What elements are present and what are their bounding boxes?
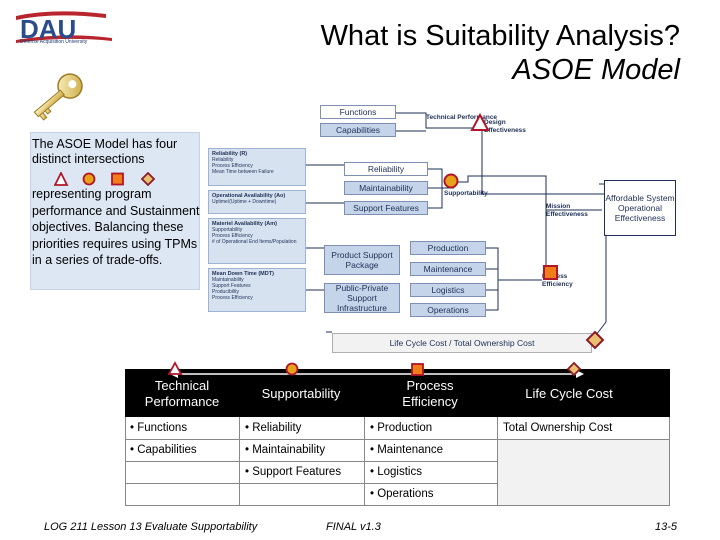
- footer-course: LOG 211 Lesson 13 Evaluate Supportabilit…: [44, 521, 258, 533]
- logistics-box: Logistics: [410, 283, 486, 297]
- circle-marker-icon: [285, 362, 299, 376]
- dau-logo: DAU: [16, 11, 112, 44]
- lcc-bar: Life Cycle Cost / Total Ownership Cost: [332, 333, 592, 353]
- header-technical-performance: Technical Performance: [144, 378, 220, 409]
- measure-item: Process Efficiency: [212, 295, 253, 301]
- callout-text-2: representing program performance and Sus…: [32, 187, 200, 267]
- callout-text-1: The ASOE Model has four distinct interse…: [32, 137, 178, 166]
- logo-text: DAU: [20, 14, 76, 44]
- capabilities-box: Capabilities: [320, 123, 396, 137]
- table-cell: • Functions: [130, 422, 188, 434]
- reliability-box: Reliability: [344, 162, 428, 176]
- table-cell: • Maintainability: [245, 444, 326, 456]
- table-border: [125, 461, 670, 462]
- circle-marker-icon: [443, 173, 459, 189]
- page-title: What is Suitability Analysis?: [320, 20, 680, 52]
- design-effectiveness-label: Design Effectiveness: [484, 119, 526, 134]
- affordable-system-box: Affordable System Operational Effectiven…: [604, 180, 676, 236]
- measure-item: Process Efficiency: [212, 233, 253, 239]
- measure-item: Supportability: [212, 227, 243, 233]
- square-marker-icon: [543, 265, 558, 280]
- table-cell: • Support Features: [245, 466, 342, 478]
- measure-item: # of Operational End Items/Population: [212, 239, 297, 245]
- callout-box: [30, 132, 200, 290]
- diamond-marker-icon: [140, 172, 156, 186]
- maintainability-box: Maintainability: [344, 181, 428, 195]
- supportability-label: Supportability: [444, 190, 488, 197]
- public-private-box: Public-Private Support Infrastructure: [324, 283, 400, 313]
- mdt-measure-panel: Mean Down Time (MDT) Maintainability Sup…: [208, 268, 306, 312]
- table-header: [125, 369, 670, 417]
- lcc-empty-cells: [498, 440, 669, 505]
- header-process-efficiency: Process Efficiency: [402, 378, 458, 409]
- table-border: [125, 439, 670, 440]
- table-border: [125, 505, 670, 506]
- measure-title: Operational Availability (Ao): [212, 193, 286, 199]
- header-life-cycle-cost: Life Cycle Cost: [525, 386, 613, 401]
- production-box: Production: [410, 241, 486, 255]
- diamond-marker-icon: [566, 361, 582, 377]
- measure-title: Reliability (R): [212, 151, 248, 157]
- measure-item: Uptime/(Uptime + Downtime): [212, 199, 277, 205]
- footer-page-number: 13-5: [654, 521, 677, 533]
- square-marker-icon: [111, 172, 124, 186]
- intersection-symbols: [54, 172, 156, 186]
- table-cell: • Logistics: [370, 466, 422, 478]
- measure-item: Process Efficiency: [212, 163, 253, 169]
- key-icon: [33, 73, 83, 121]
- diamond-marker-icon: [585, 330, 605, 350]
- table-border: [125, 483, 670, 484]
- table-cell: Total Ownership Cost: [503, 422, 613, 434]
- page-subtitle: ASOE Model: [512, 54, 680, 86]
- reliability-measure-panel: Reliability (R) Reliability Process Effi…: [208, 148, 306, 186]
- functions-box: Functions: [320, 105, 396, 119]
- triangle-marker-icon: [54, 172, 69, 186]
- empty-cell: [126, 484, 239, 505]
- logo-subtext: Defense Acquisition University: [20, 39, 88, 45]
- maintenance-box: Maintenance: [410, 262, 486, 276]
- asoe-diagram: Functions Capabilities Technical Perform…: [206, 100, 706, 360]
- measure-title: Materiel Availability (Am): [212, 221, 277, 227]
- footer-version: FINAL v1.3: [326, 521, 381, 533]
- header-supportability: Supportability: [261, 386, 341, 401]
- table-cell: • Reliability: [245, 422, 302, 434]
- table-cell: • Production: [370, 422, 433, 434]
- materiel-measure-panel: Materiel Availability (Am) Supportabilit…: [208, 218, 306, 264]
- measure-item: Support Features: [212, 283, 251, 289]
- header-arrow-layer: [167, 361, 584, 378]
- technical-performance-label: Technical Performance: [426, 114, 498, 121]
- support-features-box: Support Features: [344, 201, 428, 215]
- table-cell: • Capabilities: [130, 444, 197, 456]
- table-cell: • Operations: [370, 488, 434, 500]
- product-support-package-box: Product Support Package: [324, 245, 400, 275]
- operations-box: Operations: [410, 303, 486, 317]
- circle-marker-icon: [82, 172, 96, 186]
- measure-item: Maintainability: [212, 277, 244, 283]
- measure-title: Mean Down Time (MDT): [212, 271, 274, 277]
- measure-item: Producibility: [212, 289, 239, 295]
- operational-measure-panel: Operational Availability (Ao) Uptime/(Up…: [208, 190, 306, 214]
- table-cell: • Maintenance: [370, 444, 444, 456]
- mission-effectiveness-label: Mission Effectiveness: [546, 203, 588, 218]
- square-marker-icon: [411, 363, 424, 376]
- triangle-marker-icon: [470, 112, 490, 131]
- measure-item: Reliability: [212, 157, 234, 163]
- triangle-marker-icon: [167, 361, 183, 375]
- measure-item: Mean Time between Failure: [212, 169, 274, 175]
